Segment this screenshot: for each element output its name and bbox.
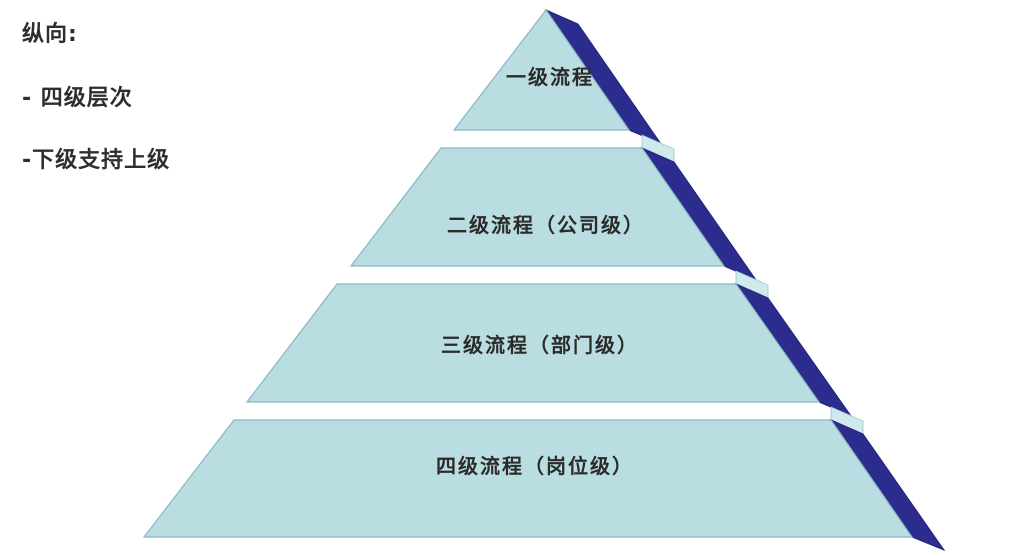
pyramid-level-2-front: [349, 147, 726, 267]
pyramid-level-1-front: [452, 8, 631, 131]
pyramid-level-3-label: 三级流程（部门级）: [441, 333, 639, 357]
pyramid-level-3-front: [245, 283, 821, 403]
pyramid-level-1-label: 一级流程: [506, 65, 594, 89]
legend-line-2: -下级支持上级: [22, 148, 171, 173]
pyramid-level-4-label: 四级流程（岗位级）: [436, 454, 634, 478]
legend: 纵向: - 四级层次 -下级支持上级: [22, 16, 170, 204]
legend-title: 纵向:: [22, 22, 78, 47]
legend-line-1: - 四级层次: [22, 86, 133, 111]
pyramid-level-4-front: [142, 419, 914, 538]
pyramid-level-2-label: 二级流程（公司级）: [447, 213, 645, 237]
